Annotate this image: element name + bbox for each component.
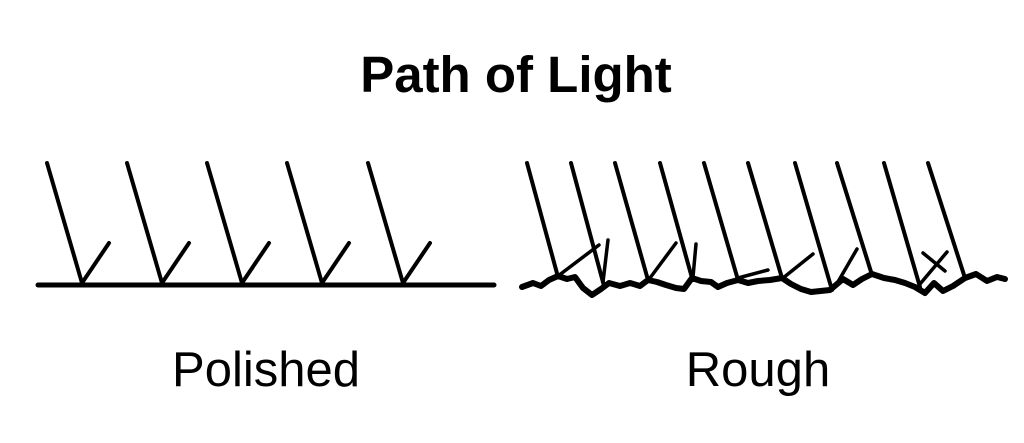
rough-reflected-ray [921,251,947,273]
rough-panel: Rough [519,161,1008,397]
rough-incident-ray [569,161,606,288]
rough-surface [519,271,1008,298]
rough-incident-ray [926,161,967,280]
polished-incident-ray [205,161,244,285]
polished-reflected-ray [401,241,432,285]
polished-reflected-ray [80,241,111,285]
rough-label: Rough [686,343,830,397]
polished-incident-ray [45,161,84,285]
rough-incident-ray [793,161,834,292]
rough-reflected-ray [918,250,949,286]
polished-incident-ray [366,161,405,285]
polished-label: Polished [172,343,360,397]
rough-reflected-ray [648,241,678,280]
rough-incident-ray [835,161,874,277]
rough-incident-rays [525,161,967,292]
diagram-title: Path of Light [360,46,672,103]
polished-reflected-ray [320,241,351,285]
polished-reflected-ray [160,241,191,285]
polished-reflected-ray [240,241,271,285]
polished-incident-ray [125,161,164,285]
rough-reflected-ray [781,252,815,280]
polished-reflected-rays [80,241,432,285]
rough-reflected-ray [556,243,601,278]
rough-incident-ray [658,161,694,280]
polished-incident-rays [45,161,405,285]
rough-incident-ray [746,161,784,280]
rough-reflected-rays [556,238,949,289]
rough-surface-line [519,271,1008,298]
rough-reflected-ray [736,268,770,280]
rough-incident-ray [525,161,560,279]
rough-incident-ray [613,161,650,282]
rough-incident-ray [882,161,922,289]
polished-panel: Polished [35,161,497,397]
rough-incident-ray [702,161,740,282]
rough-reflected-ray [601,238,610,284]
polished-incident-ray [285,161,324,285]
rough-reflected-ray [691,242,698,279]
